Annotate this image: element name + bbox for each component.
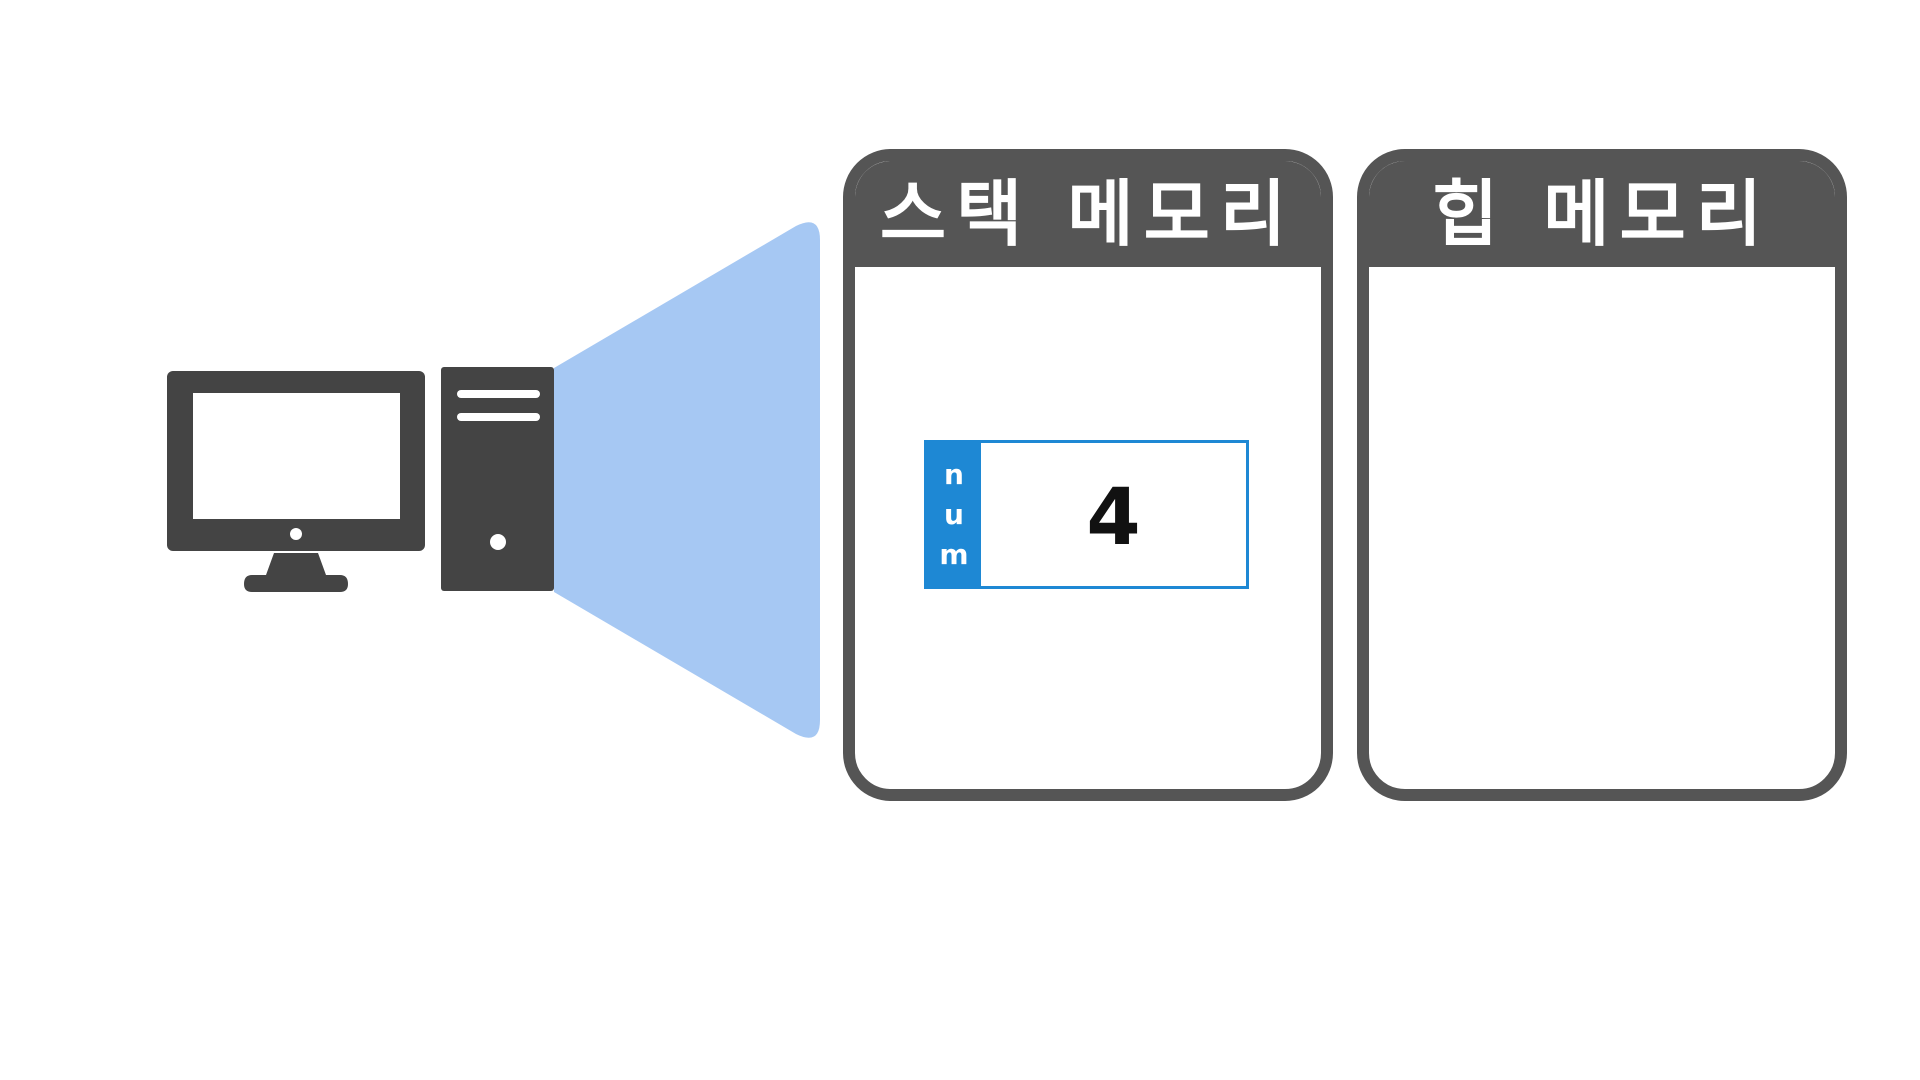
stack-memory-title: 스택 메모리	[855, 161, 1321, 267]
stack-variable: n u m 4	[924, 440, 1249, 589]
variable-name-char: u	[944, 497, 964, 531]
variable-name-char: n	[944, 457, 964, 491]
variable-name-char: m	[939, 537, 969, 571]
variable-value: 4	[1086, 472, 1141, 563]
heap-memory-title: 힙 메모리	[1369, 161, 1835, 267]
monitor-icon	[167, 371, 425, 592]
memory-projection-beam	[554, 222, 820, 738]
computer-tower-icon	[441, 367, 554, 591]
variable-name-label: n u m	[927, 443, 981, 586]
heap-memory-panel: 힙 메모리	[1357, 149, 1847, 801]
